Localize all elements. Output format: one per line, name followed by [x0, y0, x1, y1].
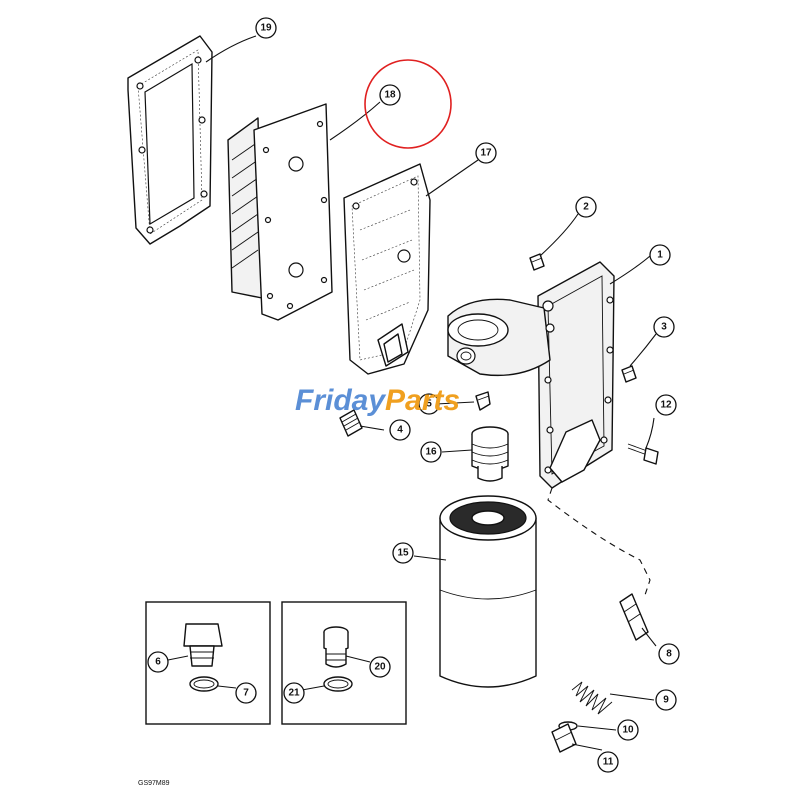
callout-18: 18: [379, 84, 401, 106]
part-1-filter-head: [447, 261, 615, 489]
callout-12: 12: [655, 394, 677, 416]
svg-text:16: 16: [425, 447, 437, 458]
part-4-fitting: [339, 409, 363, 437]
watermark-logo: FridayParts: [295, 384, 460, 417]
callout-15: 15: [392, 542, 414, 564]
part-17-gasket: [343, 163, 431, 375]
svg-text:3: 3: [661, 322, 667, 333]
part-18-oil-cooler: [227, 103, 333, 321]
part-3-plug: [621, 365, 637, 383]
part-12-bolt: [627, 443, 659, 465]
callout-21: 21: [283, 682, 305, 704]
part-15-oil-filter: [439, 495, 537, 688]
part-9-spring: [571, 681, 613, 715]
assembly-path-dashed: [547, 487, 651, 599]
svg-text:8: 8: [666, 649, 672, 660]
svg-text:2: 2: [583, 202, 589, 213]
part-8-regulator-plunger: [619, 593, 649, 641]
svg-text:20: 20: [374, 662, 386, 673]
part-5-plug: [475, 391, 491, 411]
callout-4: 4: [389, 419, 411, 441]
callout-2: 2: [575, 196, 597, 218]
svg-text:12: 12: [660, 400, 672, 411]
svg-text:5: 5: [426, 399, 432, 410]
callout-8: 8: [658, 643, 680, 665]
svg-text:6: 6: [155, 657, 161, 668]
svg-text:9: 9: [663, 695, 669, 706]
watermark-text-b: Parts: [385, 384, 460, 417]
svg-text:18: 18: [384, 90, 396, 101]
callout-11: 11: [597, 751, 619, 773]
part-16-adapter: [471, 426, 509, 482]
leader-lines: [167, 35, 657, 751]
svg-text:1: 1: [657, 250, 663, 261]
callout-19: 19: [255, 17, 277, 39]
inset-left: [145, 601, 271, 725]
part-2-plug: [529, 253, 545, 271]
svg-text:4: 4: [397, 425, 403, 436]
svg-text:15: 15: [397, 548, 409, 559]
callout-3: 3: [653, 316, 675, 338]
callout-20: 20: [369, 656, 391, 678]
svg-text:17: 17: [480, 148, 492, 159]
callout-6: 6: [147, 651, 169, 673]
svg-text:19: 19: [260, 23, 272, 34]
reference-code: GS97M89: [138, 780, 170, 787]
callout-9: 9: [655, 689, 677, 711]
part-11-plug: [551, 723, 577, 753]
svg-text:21: 21: [288, 688, 300, 699]
callout-10: 10: [617, 719, 639, 741]
inset-right: [281, 601, 407, 725]
svg-text:11: 11: [603, 757, 614, 768]
callout-1: 1: [649, 244, 671, 266]
svg-text:7: 7: [243, 688, 249, 699]
svg-text:10: 10: [622, 725, 634, 736]
part-19-cooler-gasket: [127, 35, 213, 245]
watermark-text-a: Friday: [295, 384, 386, 417]
callout-17: 17: [475, 142, 497, 164]
callout-16: 16: [420, 441, 442, 463]
callout-5: 5: [418, 393, 440, 415]
callout-7: 7: [235, 682, 257, 704]
highlight-circle: [364, 59, 452, 149]
